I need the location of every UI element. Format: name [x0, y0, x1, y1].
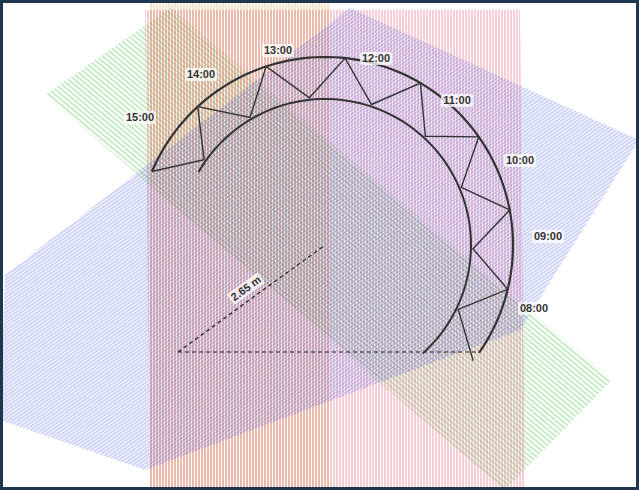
inner-arc: [199, 99, 471, 353]
time-label: 14:00: [185, 68, 217, 81]
time-label: 08:00: [518, 302, 550, 315]
time-label: 10:00: [504, 154, 536, 167]
base-dashed-line: [178, 351, 480, 352]
blue-shade-band: [0, 8, 639, 470]
time-label: 09:00: [532, 230, 564, 243]
time-label: 12:00: [360, 52, 392, 65]
time-label: 11:00: [441, 94, 473, 107]
truss-web: [152, 58, 510, 361]
radius-dimension-line: [178, 245, 325, 352]
time-label: 15:00: [124, 111, 156, 124]
time-label: 13:00: [262, 44, 294, 57]
